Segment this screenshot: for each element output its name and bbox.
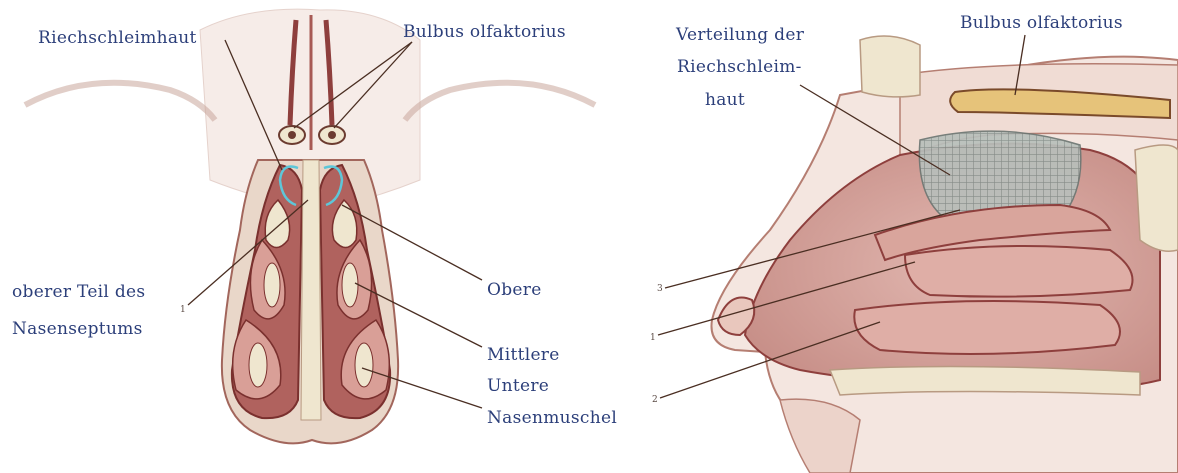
left-frontal-section: Riechschleimhaut Bulbus olfaktorius ober…	[12, 9, 617, 443]
sphenoid-sinus	[1135, 145, 1178, 251]
label-septum-line2: Nasenseptums	[12, 319, 143, 339]
middle-turbinate	[905, 246, 1133, 297]
label-septum-line1: oberer Teil des	[12, 282, 145, 302]
number-2: 2	[652, 395, 658, 405]
label-riechschleimhaut: Riechschleimhaut	[38, 28, 197, 48]
inferior-turbinate	[854, 301, 1120, 354]
label-verteilung-line1: Verteilung der	[675, 25, 805, 45]
label-verteilung-line2: Riechschleim-	[677, 57, 802, 77]
label-bulbus-right: Bulbus olfaktorius	[960, 13, 1123, 33]
number-septum: 1	[180, 305, 186, 315]
septum	[301, 160, 321, 420]
right-brow	[405, 83, 595, 120]
label-mittlere: Mittlere	[487, 345, 560, 365]
left-brow	[25, 83, 215, 120]
label-bulbus-left: Bulbus olfaktorius	[403, 22, 566, 42]
label-obere: Obere	[487, 280, 542, 300]
right-sagittal-section: Verteilung der Riechschleim- haut Bulbus…	[650, 13, 1178, 473]
hard-palate	[830, 366, 1140, 395]
label-verteilung-line3: haut	[705, 90, 745, 110]
label-nasenmuschel: Nasenmuschel	[487, 408, 617, 428]
sinus-top	[860, 36, 920, 97]
number-1: 1	[650, 333, 656, 343]
label-untere: Untere	[487, 376, 549, 396]
number-3: 3	[657, 284, 663, 294]
